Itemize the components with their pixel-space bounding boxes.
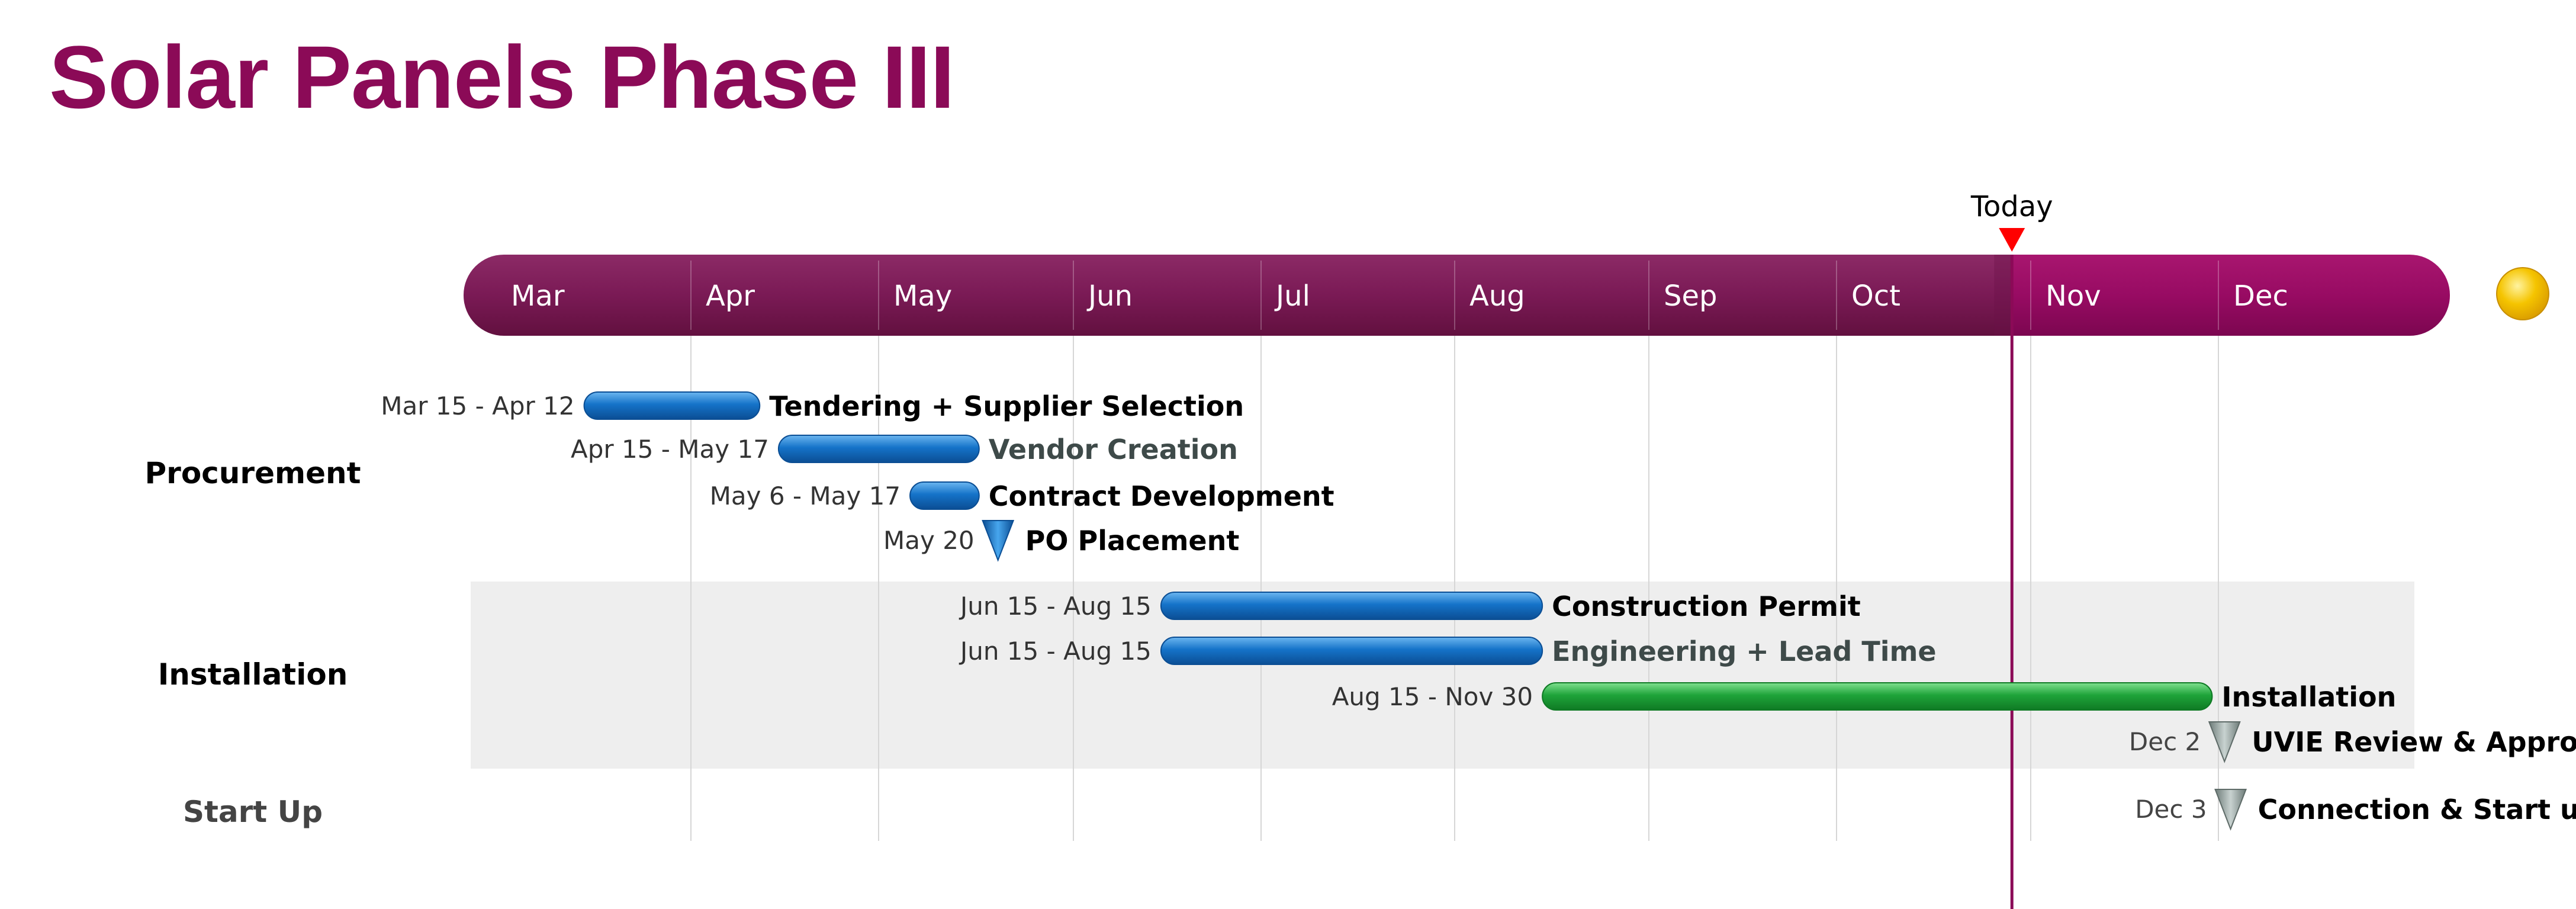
task-name-label: Installation: [2221, 681, 2396, 713]
timeline-month-label: Mar: [511, 280, 565, 313]
timeline-elapsed: [464, 255, 2012, 336]
timeline-month-label: May: [893, 280, 952, 313]
task-bar[interactable]: [1160, 637, 1543, 665]
timeline-month-label: Aug: [1469, 280, 1525, 313]
task-bar[interactable]: [909, 481, 980, 510]
timeline-month-label: Jul: [1274, 280, 1310, 313]
milestone-marker-icon[interactable]: [982, 520, 1015, 562]
timeline-month-label: Nov: [2046, 280, 2101, 313]
timeline-month-label: Apr: [706, 280, 755, 313]
milestone-name-label: PO Placement: [1025, 525, 1240, 557]
task-date-label: Mar 15 - Apr 12: [381, 391, 574, 420]
timeline-month-label: Oct: [1851, 280, 1900, 313]
milestone-date-label: May 20: [883, 526, 975, 555]
group-label: Start Up: [183, 795, 323, 829]
task-name-label: Contract Development: [989, 480, 1334, 512]
milestone-marker-icon[interactable]: [2214, 789, 2247, 831]
task-date-label: Jun 15 - Aug 15: [959, 637, 1152, 666]
yellow-circle-icon: [2496, 267, 2549, 320]
group-label: Installation: [158, 657, 348, 692]
task-date-label: May 6 - May 17: [710, 481, 901, 510]
milestone-date-label: Dec 2: [2129, 727, 2201, 756]
task-bar[interactable]: [777, 435, 980, 463]
timeline-month-label: Jun: [1086, 280, 1133, 313]
task-name-label: Construction Permit: [1552, 590, 1861, 622]
timeline-elapsed-edge: [1994, 255, 2012, 336]
task-date-label: Aug 15 - Nov 30: [1332, 682, 1533, 711]
timeline-month-label: Dec: [2233, 280, 2288, 313]
milestone-date-label: Dec 3: [2135, 795, 2207, 824]
milestone-name-label: Connection & Start up: [2258, 794, 2576, 826]
page-title: Solar Panels Phase III: [49, 27, 955, 127]
task-date-label: Jun 15 - Aug 15: [959, 592, 1152, 621]
task-date-label: Apr 15 - May 17: [571, 435, 769, 464]
today-label: Today: [1970, 190, 2053, 223]
task-name-label: Engineering + Lead Time: [1552, 635, 1936, 667]
task-bar[interactable]: [1160, 592, 1543, 620]
milestone-name-label: UVIE Review & Approval: [2252, 726, 2576, 758]
task-name-label: Tendering + Supplier Selection: [769, 390, 1244, 422]
task-bar[interactable]: [1542, 682, 2213, 711]
milestone-marker-icon[interactable]: [2208, 721, 2241, 763]
task-name-label: Vendor Creation: [989, 433, 1238, 465]
group-label: Procurement: [145, 456, 361, 490]
task-bar[interactable]: [583, 391, 761, 420]
timeline-remaining: [2012, 255, 2450, 336]
today-marker-icon: [1999, 228, 2025, 252]
timeline-month-label: Sep: [1664, 280, 1717, 313]
